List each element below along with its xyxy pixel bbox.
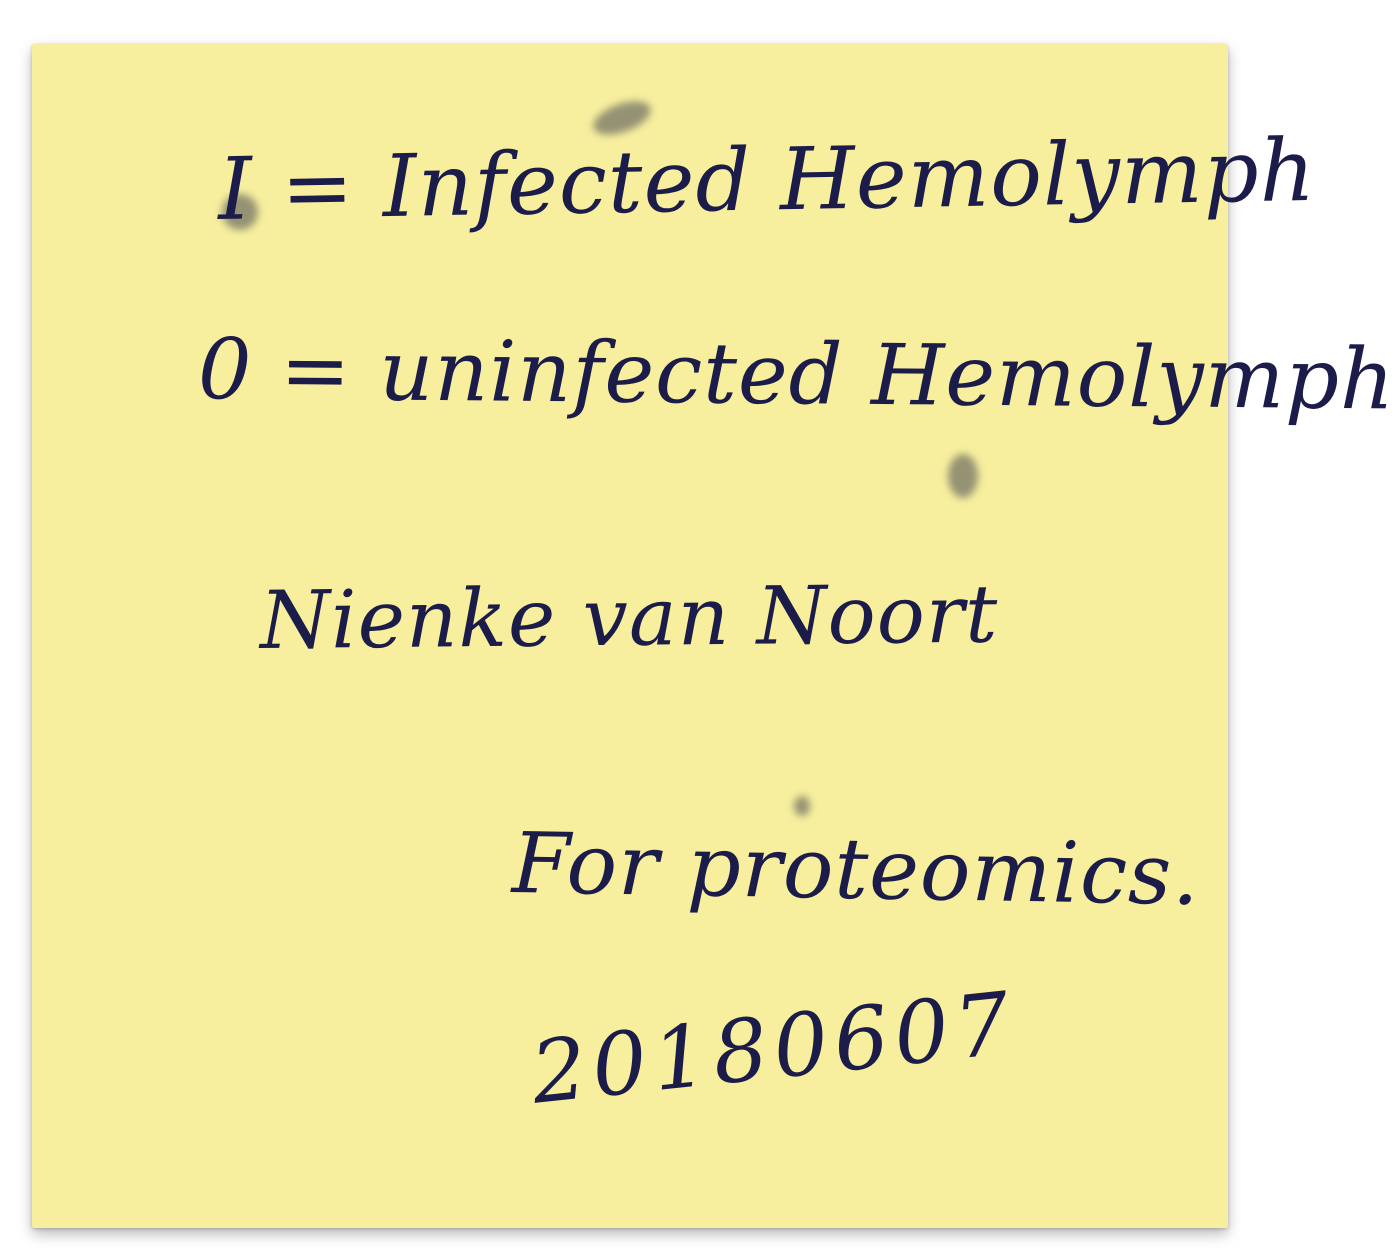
ink-smudge (794, 796, 810, 816)
date-text: 20180607 (526, 973, 1021, 1124)
signature: Nienke van Noort (259, 567, 999, 667)
legend-infected: I = Infected Hemolymph (217, 120, 1317, 240)
ink-smudge (222, 194, 258, 230)
sticky-note: I = Infected Hemolymph 0 = uninfected He… (32, 44, 1396, 1228)
legend-uninfected: 0 = uninfected Hemolymph (197, 320, 1396, 429)
page: I = Infected Hemolymph 0 = uninfected He… (32, 44, 1396, 1228)
ink-smudge (948, 454, 978, 498)
purpose-text: For proteomics. (511, 814, 1201, 925)
